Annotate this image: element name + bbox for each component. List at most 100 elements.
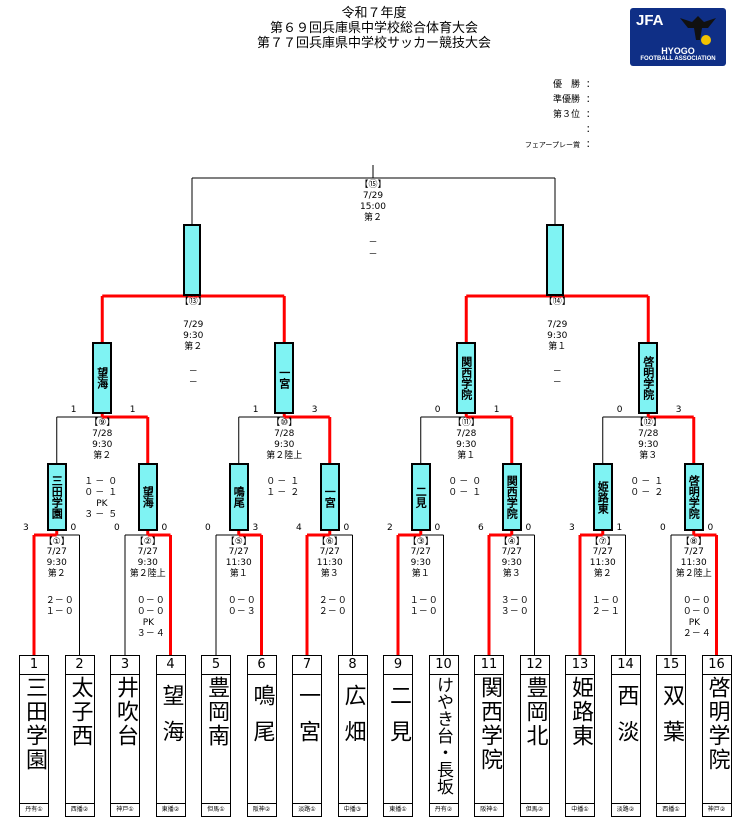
score-left: ２ (591, 607, 601, 617)
r2-winner-box: 姫路東 (592, 463, 613, 531)
match-time: 9:30 (456, 440, 477, 450)
tournament-year: 令和７年度 (341, 6, 407, 21)
score-left: ０ (136, 596, 146, 606)
team-name: 三田学園 (22, 676, 47, 772)
pk-label: PK (142, 618, 155, 628)
score-right: ０ (519, 596, 529, 606)
score-left: ３ (500, 596, 510, 606)
score-dash: － (691, 596, 701, 606)
score-left: ０ (630, 488, 640, 498)
r2-total-left: 1 (252, 405, 259, 415)
team-name: 姫路東 (568, 676, 593, 748)
match-time: 9:30 (92, 440, 113, 450)
r1-total-right: 0 (707, 523, 714, 533)
score-dash: － (368, 238, 378, 248)
team-region: 丹有② (429, 803, 458, 816)
r2-winner-box: 二見 (410, 463, 431, 531)
tournament-title-1: 第６９回兵庫県中学校総合体育大会 (269, 21, 478, 36)
score-left: １ (84, 477, 94, 487)
score-dash: － (95, 488, 105, 498)
team-name: 西淡 (613, 684, 639, 756)
r3-winner-box: 望海 (92, 342, 113, 414)
team-name: 一宮 (295, 684, 320, 756)
team-name: 関西学院 (477, 676, 502, 772)
score-right: ２ (654, 488, 664, 498)
score-dash: － (552, 378, 562, 388)
r2-winner-box: 三田学園 (46, 463, 67, 531)
team-number: 6 (247, 656, 276, 675)
r1-total-right: 0 (70, 523, 77, 533)
match-time: 9:30 (274, 440, 295, 450)
team-number: 10 (429, 656, 458, 675)
r2-winner-box: 関西学院 (501, 463, 522, 531)
team-name: けやき台・長坂 (433, 676, 453, 795)
team-number: 13 (566, 656, 594, 675)
team-region: 但馬① (202, 803, 230, 816)
match-venue: 第３ (639, 451, 658, 461)
team-name: 豊岡北 (522, 676, 548, 748)
r2-total-right: 3 (311, 405, 318, 415)
match-date: 7/29 (183, 320, 204, 330)
match-number: 【⑥】 (316, 537, 343, 547)
tournament-title-2: 第７７回兵庫県中学校サッカー競技大会 (256, 36, 491, 51)
match-number: 【⑦】 (589, 537, 616, 547)
score-dash: － (552, 367, 562, 377)
semifinal-left-winner-box (183, 224, 201, 296)
result-colon: ： (586, 140, 596, 150)
yatagarasu-icon (680, 16, 716, 45)
r2-winner-box: 一宮 (319, 463, 340, 531)
semifinal-right-winner-box (546, 224, 564, 296)
result-colon: ： (586, 110, 596, 120)
match-venue: 第１ (457, 451, 476, 461)
r2-winner-box: 鳴尾 (228, 463, 249, 531)
pk-right: ４ (701, 629, 711, 639)
team-region: 阪神① (475, 803, 503, 816)
team-number: 12 (520, 656, 549, 675)
score-left: ０ (682, 607, 692, 617)
match-number: 【⑤】 (225, 537, 252, 547)
score-right: ０ (428, 596, 438, 606)
team-name: 双葉 (659, 684, 684, 756)
score-dash: － (54, 596, 64, 606)
score-dash: － (145, 629, 155, 639)
team-region: 東播② (156, 803, 185, 816)
score-left: １ (266, 488, 276, 498)
score-left: ０ (227, 596, 237, 606)
score-right: ０ (472, 477, 482, 487)
score-left: ０ (630, 477, 640, 487)
team-name: 望海 (158, 684, 184, 756)
match-time: 11:30 (316, 558, 343, 568)
score-right: ０ (337, 596, 347, 606)
score-left: ２ (45, 596, 55, 606)
team-region: 西播② (65, 803, 94, 816)
match-time: 9:30 (46, 558, 67, 568)
r2-total-right: 1 (129, 405, 136, 415)
score-dash: － (509, 607, 519, 617)
match-number: 【②】 (134, 537, 161, 547)
score-dash: － (691, 607, 701, 617)
team-number: 16 (702, 656, 731, 675)
match-venue: 第１ (229, 569, 248, 579)
r2-winner-box: 啓明学院 (683, 463, 704, 531)
r1-total-left: 2 (387, 523, 393, 533)
team-number: 14 (611, 656, 640, 675)
team-region: 但馬② (520, 803, 549, 816)
match-venue: 第１ (411, 569, 430, 579)
team-number: 4 (156, 656, 185, 675)
r2-winner-box: 望海 (137, 463, 158, 531)
team-region: 神戸① (111, 803, 139, 816)
match-time: 9:30 (501, 558, 522, 568)
r1-total-left: 0 (660, 523, 666, 533)
score-left: ２ (318, 607, 328, 617)
score-dash: － (600, 607, 610, 617)
r3-winner-box: 関西学院 (456, 342, 477, 414)
team-number: 9 (384, 656, 412, 675)
pk-label: PK (688, 618, 701, 628)
result-label-champion: 優 勝 (552, 80, 580, 90)
pk-right: ５ (108, 510, 118, 520)
score-right: ０ (155, 607, 165, 617)
